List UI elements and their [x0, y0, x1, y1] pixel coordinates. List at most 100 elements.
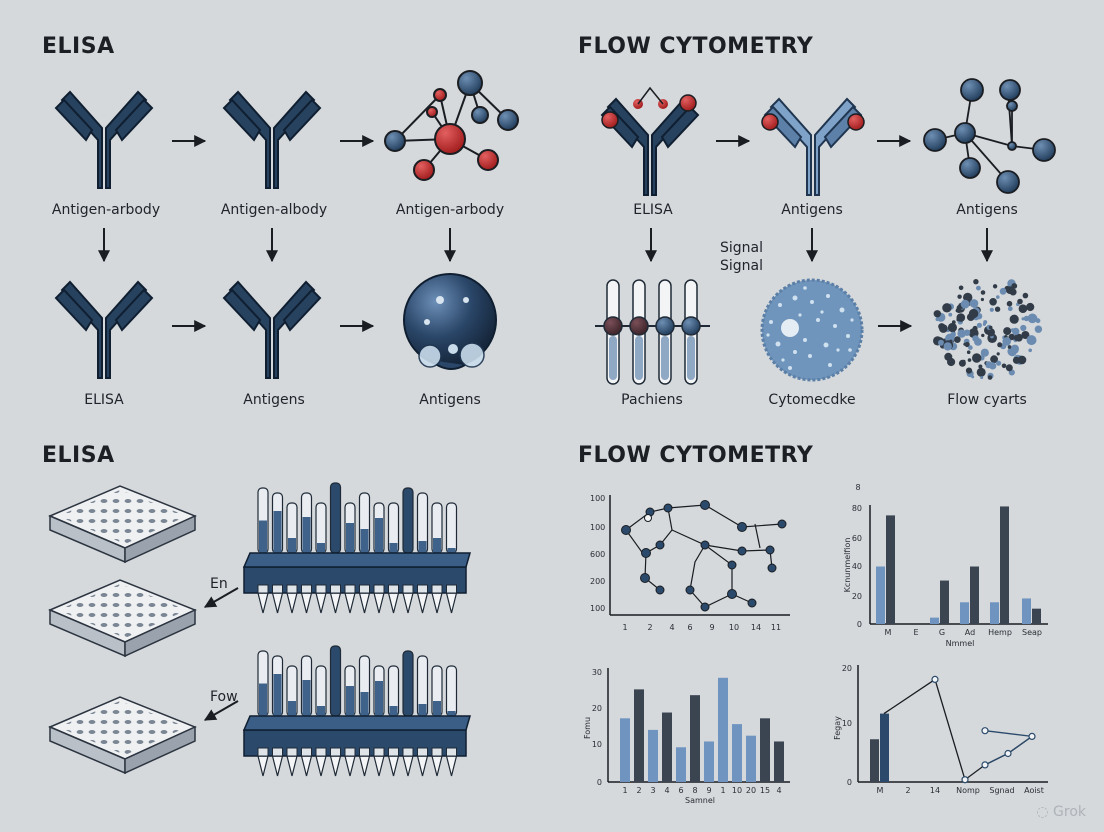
cloud-dot — [976, 322, 983, 328]
cloud-dot — [1007, 345, 1012, 349]
x-tick-label: 10 — [729, 623, 739, 632]
cloud-dot — [943, 342, 952, 351]
tube-tip — [329, 592, 342, 614]
tube-base — [446, 747, 457, 757]
bar — [634, 689, 644, 782]
antigen-network — [923, 78, 1056, 194]
tube-base — [402, 747, 414, 757]
bar — [1022, 598, 1031, 624]
cloud-dot — [976, 285, 981, 291]
label-flow-2: Antigens — [781, 202, 843, 218]
cloud-dot — [1013, 334, 1019, 341]
tube-base — [315, 747, 327, 757]
x-tick-label: 1 — [622, 786, 627, 795]
cell-cluster — [760, 278, 864, 382]
cloud-dot — [1028, 348, 1032, 353]
cloud-dot — [997, 342, 1003, 348]
cloud-dot — [999, 287, 1007, 295]
tube-tip — [373, 755, 385, 777]
tube-liquid — [360, 692, 369, 716]
cloud-dot — [1017, 298, 1023, 305]
tube-rack-1 — [242, 482, 471, 614]
tube-liquid — [302, 517, 311, 553]
bar — [880, 713, 889, 782]
cloud-dot — [1035, 318, 1041, 324]
line-point — [981, 727, 989, 735]
cloud-dot — [971, 375, 975, 379]
cloud-dot — [957, 329, 966, 338]
tube-tip — [315, 592, 327, 614]
tube-tip — [315, 755, 327, 777]
tube-liquid — [447, 711, 456, 716]
signal-label-2: Signal — [720, 258, 764, 274]
bar — [732, 724, 742, 782]
test-tube — [445, 502, 458, 554]
cloud-dot — [953, 336, 961, 343]
tube-tip — [271, 755, 284, 777]
tube-liquid — [346, 686, 354, 716]
tube-liquid — [433, 538, 441, 553]
line-point — [1004, 749, 1012, 758]
elisa-bottom-heading: ELISA — [42, 443, 115, 468]
x-tick-label: 2 — [647, 623, 652, 632]
tube-rack-2 — [242, 645, 471, 777]
cloud-dot — [996, 352, 1000, 356]
cloud-dot — [1003, 327, 1012, 336]
tube-liquid — [259, 520, 267, 553]
tube-base — [286, 747, 298, 757]
test-tube — [329, 482, 342, 554]
arrow-label-fow: Fow — [210, 689, 238, 705]
cloud-dot — [1006, 300, 1013, 307]
y-tick-label: 100 — [590, 523, 605, 532]
tube-base — [359, 584, 370, 594]
tube-liquid — [317, 706, 325, 716]
cloud-dot — [1026, 335, 1037, 346]
cloud-dot — [1010, 344, 1020, 353]
bar — [704, 741, 714, 782]
antibody-with-antigen — [601, 86, 699, 196]
cloud-dot — [949, 339, 953, 343]
x-tick-label: 10 — [732, 786, 742, 795]
antibody-4 — [223, 281, 321, 379]
y-tick-label: 10 — [842, 719, 852, 728]
y-tick-label: 20 — [842, 664, 852, 673]
bar — [718, 677, 728, 782]
tube-base — [373, 747, 385, 757]
x-tick-label: 6 — [687, 623, 692, 632]
tube-liquid — [389, 543, 398, 553]
cloud-dot — [942, 303, 952, 313]
rack-top — [242, 715, 471, 731]
cloud-dot — [988, 325, 993, 330]
cloud-dot — [983, 320, 988, 325]
tube-base — [344, 584, 356, 594]
arrow-diagonal — [203, 587, 239, 608]
tube-tip — [373, 592, 385, 614]
bar — [676, 747, 686, 782]
y-tick-label: 0 — [857, 620, 862, 629]
cloud-dot — [968, 308, 979, 319]
x-axis-label: Nmmel — [946, 639, 975, 648]
tube-tip — [344, 592, 356, 614]
tube-liquid — [418, 541, 427, 553]
cloud-dot — [958, 285, 964, 291]
tube-base — [431, 584, 443, 594]
tube-base — [359, 747, 370, 757]
tube-tip — [257, 755, 269, 777]
tube-liquid — [447, 548, 456, 553]
y-tick-label: 10 — [592, 740, 602, 749]
cloud-dot — [969, 299, 979, 308]
tube-tip — [300, 592, 313, 614]
x-tick-label: 4 — [664, 786, 669, 795]
tube-tip — [445, 755, 458, 777]
tube-liquid — [317, 543, 325, 553]
y-tick-label: 40 — [852, 562, 862, 571]
antibody-2 — [223, 91, 321, 189]
x-tick-label: 1 — [720, 786, 725, 795]
x-tick-label: E — [913, 628, 918, 637]
cloud-dot — [989, 298, 997, 306]
label-elisa-5: Antigens — [243, 392, 305, 408]
cloud-dot — [933, 310, 941, 318]
antibody-3 — [55, 281, 153, 379]
